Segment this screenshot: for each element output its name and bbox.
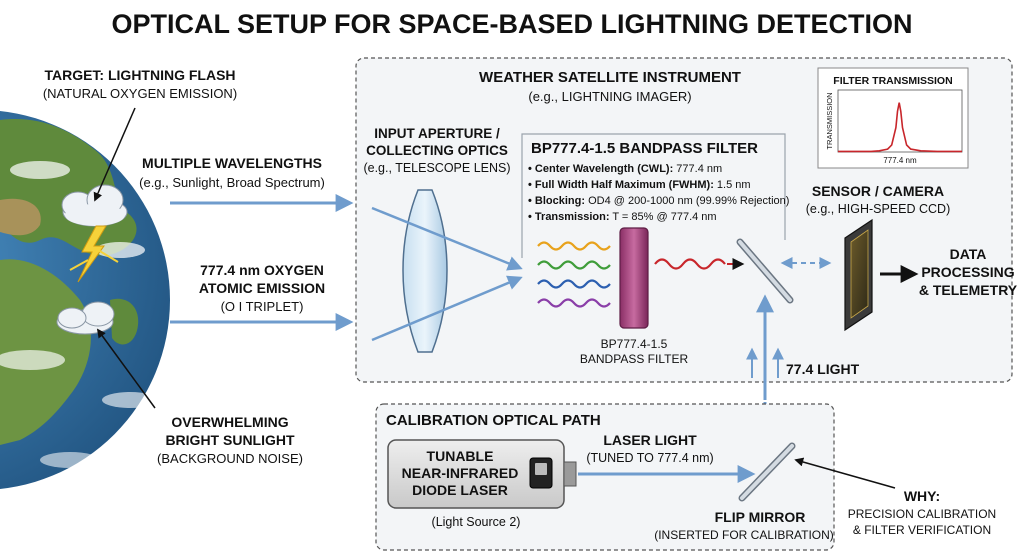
aperture-line1: INPUT APERTURE /	[374, 126, 500, 141]
multicolor-waves	[537, 241, 611, 308]
output-line3: & TELEMETRY	[919, 282, 1018, 298]
output-line1: DATA	[950, 246, 987, 262]
ccd-sensor	[844, 218, 873, 332]
transmission-curve	[838, 102, 962, 153]
spec-value: T = 85% @ 777.4 nm	[612, 211, 716, 223]
spec-label: Blocking:	[535, 195, 585, 207]
beam-splitter-mirror	[736, 238, 794, 304]
oxygen-emission-line1: 777.4 nm OXYGEN	[200, 262, 324, 278]
telescope-lens	[402, 189, 448, 353]
lightning-bolt-icon	[69, 225, 119, 283]
storm-cloud-icon	[61, 184, 128, 227]
aperture-subtitle: (e.g., TELESCOPE LENS)	[363, 161, 510, 175]
sunlight-line1: OVERWHELMING	[171, 414, 288, 430]
laser-line2: NEAR-INFRARED	[402, 465, 519, 481]
why-pointer-arrow	[794, 457, 896, 489]
spec-value: 777.4 nm	[676, 163, 722, 175]
filter-caption-line1: BP777.4-1.5	[601, 337, 668, 351]
converging-beam-top	[371, 206, 523, 271]
transmission-chart: FILTER TRANSMISSION TRANSMISSION 777.4 n…	[817, 67, 969, 169]
bandpass-filter	[619, 227, 649, 329]
target-pointer-arrow	[93, 107, 136, 202]
laser-line1: TUNABLE	[427, 448, 494, 464]
multi-wavelength-subtitle: (e.g., Sunlight, Broad Spectrum)	[139, 175, 325, 190]
laser-caption: (Light Source 2)	[432, 515, 521, 529]
spec-value: 1.5 nm	[717, 179, 751, 191]
svg-text:• Full Width Half Maximum (FWH: • Full Width Half Maximum (FWHM): 1.5 nm	[528, 179, 751, 191]
sunlight-pointer-arrow	[96, 328, 156, 409]
filtered-red-wave	[654, 258, 726, 270]
chart-y-axis-label: TRANSMISSION	[825, 92, 834, 149]
sunlight-cloud-icon	[56, 301, 115, 335]
target-title: TARGET: LIGHTNING FLASH	[44, 67, 235, 83]
flip-mirror[interactable]	[738, 442, 796, 502]
spec-label: Full Width Half Maximum (FWHM):	[535, 179, 714, 191]
filter-title: BP777.4-1.5 BANDPASS FILTER	[531, 140, 758, 157]
spec-label: Transmission:	[535, 211, 610, 223]
laser-line3: DIODE LASER	[412, 482, 508, 498]
spec-value: OD4 @ 200-1000 nm (99.99% Rejection)	[588, 195, 789, 207]
output-line2: PROCESSING	[921, 264, 1014, 280]
laser-beam-subtitle: (TUNED TO 777.4 nm)	[586, 451, 713, 465]
svg-text:• Blocking: OD4 @ 200-1000 nm: • Blocking: OD4 @ 200-1000 nm (99.99% Re…	[528, 195, 789, 207]
filter-specs: • Center Wavelength (CWL): 777.4 nm • Fu…	[528, 163, 789, 223]
page-title: OPTICAL SETUP FOR SPACE-BASED LIGHTNING …	[111, 9, 912, 39]
multi-wavelength-title: MULTIPLE WAVELENGTHS	[142, 155, 322, 171]
oxygen-emission-subtitle: (O I TRIPLET)	[221, 299, 304, 314]
earth-illustration	[0, 111, 170, 489]
target-subtitle: (NATURAL OXYGEN EMISSION)	[43, 86, 237, 101]
instrument-title: WEATHER SATELLITE INSTRUMENT	[479, 69, 741, 86]
laser-power-switch-icon[interactable]	[529, 457, 553, 489]
diode-laser	[387, 439, 577, 509]
chart-x-axis-label: 777.4 nm	[883, 156, 917, 165]
sensor-title: SENSOR / CAMERA	[812, 183, 944, 199]
flip-mirror-subtitle: (INSERTED FOR CALIBRATION)	[654, 528, 834, 542]
light-label: 77.4 LIGHT	[786, 361, 860, 377]
why-title: WHY:	[904, 488, 940, 504]
spec-label: Center Wavelength (CWL):	[535, 163, 673, 175]
converging-beam-bottom	[371, 275, 523, 342]
calibration-title: CALIBRATION OPTICAL PATH	[386, 412, 601, 429]
oxygen-emission-line2: ATOMIC EMISSION	[199, 280, 325, 296]
laser-beam-title: LASER LIGHT	[603, 432, 697, 448]
sensor-subtitle: (e.g., HIGH-SPEED CCD)	[806, 202, 950, 216]
why-line2: & FILTER VERIFICATION	[853, 523, 991, 537]
flip-mirror-title: FLIP MIRROR	[715, 509, 806, 525]
svg-text:• Center Wavelength (CWL): 777: • Center Wavelength (CWL): 777.4 nm	[528, 163, 722, 175]
chart-plot-area	[837, 89, 963, 153]
aperture-line2: COLLECTING OPTICS	[366, 143, 508, 158]
filter-caption-line2: BANDPASS FILTER	[580, 352, 689, 366]
sunlight-subtitle: (BACKGROUND NOISE)	[157, 451, 303, 466]
instrument-subtitle: (e.g., LIGHTNING IMAGER)	[528, 89, 691, 104]
sunlight-line2: BRIGHT SUNLIGHT	[165, 432, 295, 448]
svg-text:• Transmission: T = 85% @ 777.: • Transmission: T = 85% @ 777.4 nm	[528, 211, 717, 223]
chart-title: FILTER TRANSMISSION	[833, 75, 952, 87]
filter-spec-bracket	[521, 133, 786, 258]
why-line1: PRECISION CALIBRATION	[848, 507, 996, 521]
